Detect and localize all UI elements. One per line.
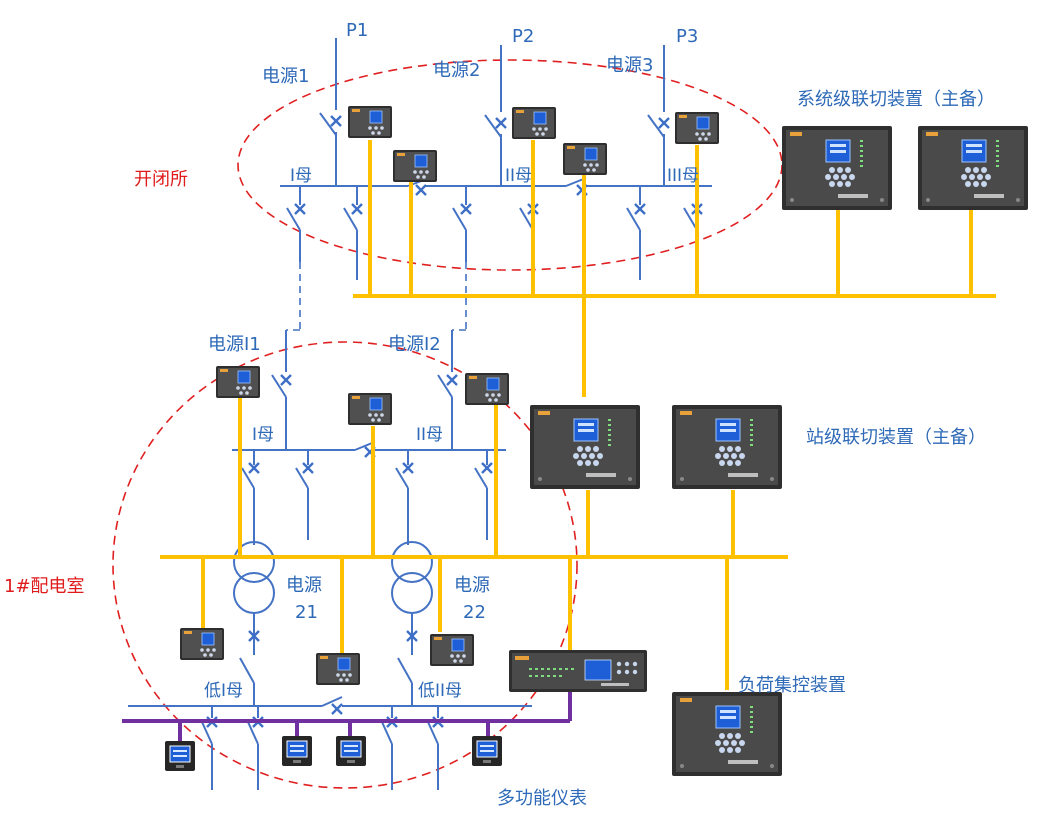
label-low-bus-2: 低II母 bbox=[418, 681, 462, 701]
relay-bus-tie-1 bbox=[392, 149, 438, 183]
label-source-21-a: 电源 bbox=[286, 575, 322, 596]
comm-unit bbox=[509, 650, 647, 692]
label-p1: P1 bbox=[346, 20, 368, 41]
label-bus-3: III母 bbox=[667, 166, 699, 186]
label-source-i2: 电源I2 bbox=[388, 334, 441, 355]
label-low-bus-1: 低I母 bbox=[204, 681, 243, 701]
label-bus-1: I母 bbox=[290, 166, 312, 186]
label-source-1: 电源1 bbox=[262, 66, 309, 87]
relay-bus-tie-2 bbox=[562, 142, 608, 176]
station-device-backup bbox=[671, 404, 783, 490]
meter-1 bbox=[164, 740, 196, 772]
relay-src-i1 bbox=[215, 365, 261, 399]
label-station-device: 站级联切装置（主备） bbox=[806, 427, 986, 448]
label-sys-device: 系统级联切装置（主备） bbox=[797, 89, 995, 110]
signal-lines bbox=[160, 140, 996, 690]
sys-device-main bbox=[781, 125, 893, 211]
load-control-device bbox=[671, 691, 783, 777]
label-meters: 多功能仪表 bbox=[497, 788, 587, 809]
label-p2: P2 bbox=[512, 26, 534, 47]
kaibisuo-region bbox=[237, 59, 783, 271]
label-bus-2: II母 bbox=[505, 166, 532, 186]
relay-p2 bbox=[511, 106, 557, 140]
label-load-device: 负荷集控装置 bbox=[738, 675, 846, 696]
relay-low-2 bbox=[429, 633, 475, 667]
label-source-3: 电源3 bbox=[606, 55, 653, 76]
label-kaibisuo: 开闭所 bbox=[134, 169, 188, 190]
label-bus-ii: II母 bbox=[416, 425, 443, 445]
label-room: 1#配电室 bbox=[4, 576, 85, 597]
relay-low-1 bbox=[179, 627, 225, 661]
meter-3 bbox=[335, 735, 367, 767]
label-p3: P3 bbox=[676, 26, 698, 47]
label-bus-i: I母 bbox=[252, 425, 274, 445]
station-device-main bbox=[529, 404, 641, 490]
room-region bbox=[112, 341, 578, 789]
relay-room-bus-tie bbox=[347, 392, 393, 426]
lowbus-comm-lines bbox=[122, 690, 572, 743]
room-lines bbox=[128, 330, 532, 790]
relay-low-tie bbox=[315, 652, 361, 686]
label-source-i1: 电源I1 bbox=[208, 334, 261, 355]
label-source-22-b: 22 bbox=[463, 602, 486, 623]
relay-p1 bbox=[347, 105, 393, 139]
tie-dashed-lines bbox=[286, 262, 467, 331]
meter-2 bbox=[281, 735, 313, 767]
label-source-22-a: 电源 bbox=[454, 575, 490, 596]
sys-device-backup bbox=[917, 125, 1029, 211]
label-source-2: 电源2 bbox=[433, 60, 480, 81]
label-source-21-b: 21 bbox=[295, 602, 318, 623]
meter-4 bbox=[471, 735, 503, 767]
relay-p3 bbox=[674, 111, 720, 145]
relay-src-i2 bbox=[464, 372, 510, 406]
